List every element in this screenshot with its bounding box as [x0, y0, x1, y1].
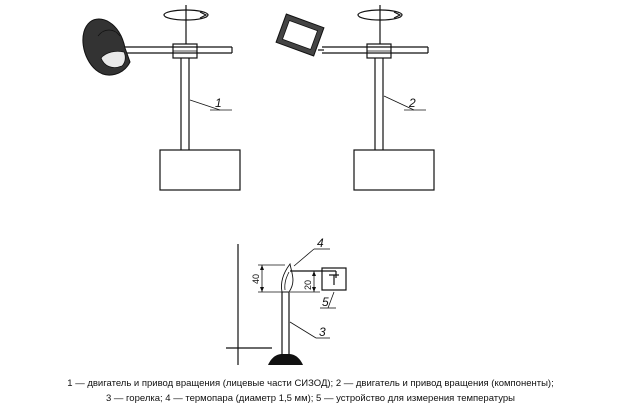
left-stand: 1: [82, 5, 241, 191]
callout-1: 1: [215, 96, 222, 110]
callout-3: 3: [319, 325, 326, 339]
burner-detail: 40 20 4 5 3: [226, 236, 347, 365]
callout-4: 4: [317, 236, 324, 250]
flame: [281, 262, 294, 293]
temp-device: [321, 267, 347, 291]
burner-base: [268, 354, 303, 365]
callout-2: 2: [408, 96, 416, 110]
right-stand: 2: [275, 5, 435, 191]
dim-20: 20: [303, 280, 313, 290]
right-base: [353, 149, 435, 191]
left-base: [159, 149, 241, 191]
dim-40: 40: [251, 274, 261, 284]
face-mask: [82, 18, 131, 76]
caption-line-2: 3 — горелка; 4 — термопара (диаметр 1,5 …: [105, 393, 516, 404]
caption-line-1: 1 — двигатель и привод вращения (лицевые…: [67, 378, 554, 389]
component-panel: [275, 13, 325, 57]
callout-5: 5: [322, 295, 329, 309]
